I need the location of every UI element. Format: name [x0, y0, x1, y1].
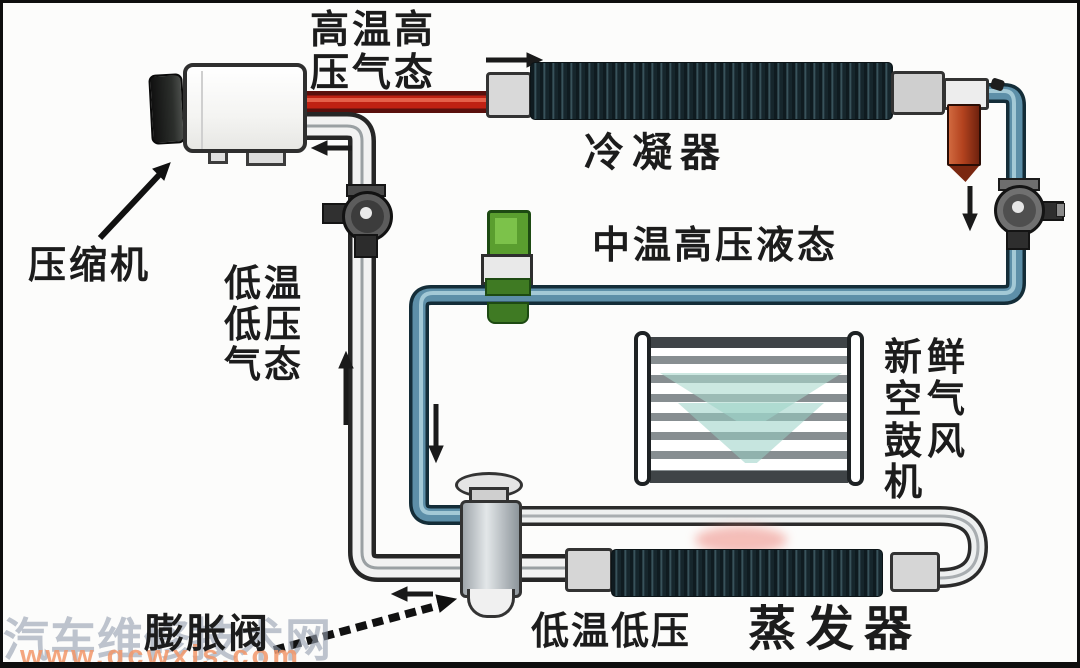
flow-arrow-up-icon [338, 350, 354, 425]
expansion-valve-pointer-arrow-icon [272, 594, 458, 654]
label-evaporator-state: 低温低压 [531, 611, 692, 653]
valve-body [342, 191, 393, 242]
valve-center-hole [360, 207, 372, 219]
discharge-pipe [300, 91, 492, 113]
label-condenser: 冷凝器 [584, 131, 728, 175]
condenser-inlet-fitting [486, 72, 532, 118]
valve-center-hole [1012, 201, 1024, 213]
flow-arrow-left-valve-icon [390, 586, 433, 602]
blower-top-bar [650, 337, 848, 348]
fresh-air-blower [634, 331, 865, 488]
expansion-valve [453, 472, 523, 618]
sight-glass-cap [487, 210, 531, 262]
compressor-clutch-pulley-icon [148, 73, 186, 145]
label-liquid-state: 中温高压液态 [592, 225, 839, 267]
expansion-valve-body [460, 500, 522, 598]
evaporator-outlet-fitting [890, 552, 940, 592]
liquid-line-service-valve [992, 178, 1066, 252]
blower-right-bar [847, 331, 864, 486]
label-expansion-valve: 膨胀阀 [144, 612, 270, 656]
condenser-coil [530, 62, 893, 120]
condenser-outlet-fitting [891, 71, 945, 115]
compressor-pointer-arrow-icon [97, 162, 171, 241]
suction-service-valve [322, 182, 396, 258]
flow-arrow-down-liquid-icon [428, 404, 444, 464]
liquid-line [409, 83, 1026, 525]
valve-stub-cap [1056, 203, 1065, 217]
sight-glass [481, 210, 533, 324]
valve-stem [1006, 230, 1030, 250]
receiver-drier [947, 104, 981, 166]
sight-glass-collar [485, 278, 531, 296]
sight-glass-cap-window [495, 218, 517, 244]
compressor-body-detail [201, 71, 203, 149]
label-evaporator: 蒸发器 [748, 603, 923, 656]
flow-arrow-left-icon [310, 140, 352, 156]
flow-arrow-down-drier-icon [962, 186, 978, 232]
evaporator-coil [611, 549, 883, 597]
label-blower: 新鲜 空气 鼓风 机 [884, 337, 971, 505]
suction-line [298, 112, 570, 582]
label-discharge-state: 高温高 压气态 [310, 9, 437, 95]
valve-stem [354, 234, 378, 258]
valve-body [994, 185, 1045, 236]
expansion-valve-dome [467, 589, 515, 618]
label-suction-state: 低温 低压 气态 [224, 263, 304, 386]
watermark-site-name: 汽车维修技术网 [3, 614, 332, 666]
compressor-body [183, 63, 307, 153]
blower-left-bar [634, 331, 651, 486]
label-compressor: 压缩机 [28, 245, 152, 287]
sight-glass-foot [487, 302, 529, 324]
evaporator-inlet-fitting [565, 548, 613, 592]
blower-bottom-bar [650, 471, 848, 483]
evaporator-return-pipe [512, 506, 988, 588]
